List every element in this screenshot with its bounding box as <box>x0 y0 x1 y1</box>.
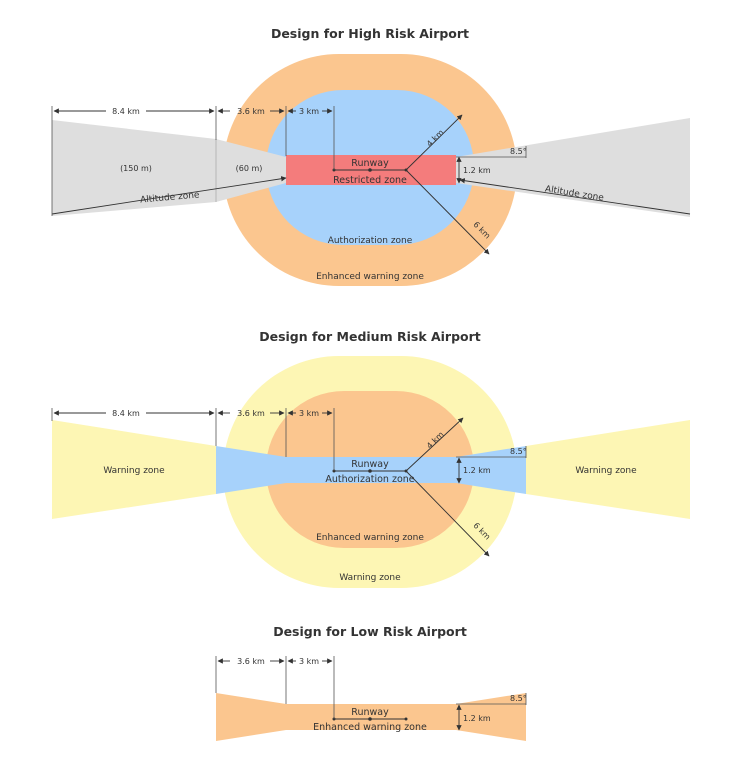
medium-warning-zone-left <box>52 420 216 519</box>
low-angle: 8.5° <box>510 694 527 703</box>
low-risk-diagram: Design for Low Risk Airport Runway Enhan… <box>215 624 527 741</box>
high-dim-3: 3 km <box>299 107 319 116</box>
low-risk-title: Design for Low Risk Airport <box>273 624 467 639</box>
low-enhanced-warning-zone <box>216 693 526 741</box>
high-height-60: (60 m) <box>236 164 263 173</box>
low-dim-3-6: 3.6 km <box>237 657 265 666</box>
high-enhanced-label: Enhanced warning zone <box>316 272 424 282</box>
high-risk-title: Design for High Risk Airport <box>271 26 469 41</box>
high-dim-1-2: 1.2 km <box>463 166 491 175</box>
high-angle: 8.5° <box>510 147 527 156</box>
medium-dim-8-4: 8.4 km <box>112 409 140 418</box>
high-altitude-zone-left <box>52 120 216 216</box>
medium-dim-3-6: 3.6 km <box>237 409 265 418</box>
high-risk-diagram: Design for High Risk Airport Runway Rest… <box>51 26 691 286</box>
high-runway-label: Runway <box>351 158 389 169</box>
low-dim-1-2: 1.2 km <box>463 714 491 723</box>
high-restricted-label: Restricted zone <box>333 175 407 186</box>
medium-dim-3: 3 km <box>299 409 319 418</box>
medium-radius-4 <box>405 417 464 472</box>
medium-risk-title: Design for Medium Risk Airport <box>259 329 481 344</box>
high-slope-arrow-left <box>51 176 287 215</box>
medium-dim-1-2: 1.2 km <box>463 466 491 475</box>
high-radius-4 <box>405 114 463 171</box>
high-height-150: (150 m) <box>120 164 152 173</box>
medium-authorization-label: Authorization zone <box>325 474 414 485</box>
medium-warning-label-right: Warning zone <box>575 466 637 476</box>
medium-warning-zone-right <box>526 420 690 519</box>
high-runway-center <box>368 168 372 172</box>
low-runway-label: Runway <box>351 707 389 718</box>
high-dim-8-4: 8.4 km <box>112 107 140 116</box>
medium-radius-6 <box>405 470 490 557</box>
high-radius-6 <box>405 169 490 255</box>
medium-angle: 8.5° <box>510 447 527 456</box>
high-slope-arrow-right <box>459 178 691 215</box>
high-dim-3-6: 3.6 km <box>237 107 265 116</box>
medium-runway-label: Runway <box>351 459 389 470</box>
high-authorization-label: Authorization zone <box>328 236 413 246</box>
low-enhanced-label: Enhanced warning zone <box>313 722 427 733</box>
medium-risk-diagram: Design for Medium Risk Airport Runway Au… <box>51 329 690 588</box>
medium-warning-label-left: Warning zone <box>103 466 165 476</box>
low-dim-3: 3 km <box>299 657 319 666</box>
high-altitude-zone-right <box>456 118 690 217</box>
medium-authorization-right <box>456 446 526 494</box>
medium-warning-label: Warning zone <box>339 573 401 583</box>
medium-authorization-left <box>216 446 286 494</box>
medium-enhanced-label: Enhanced warning zone <box>316 533 424 543</box>
